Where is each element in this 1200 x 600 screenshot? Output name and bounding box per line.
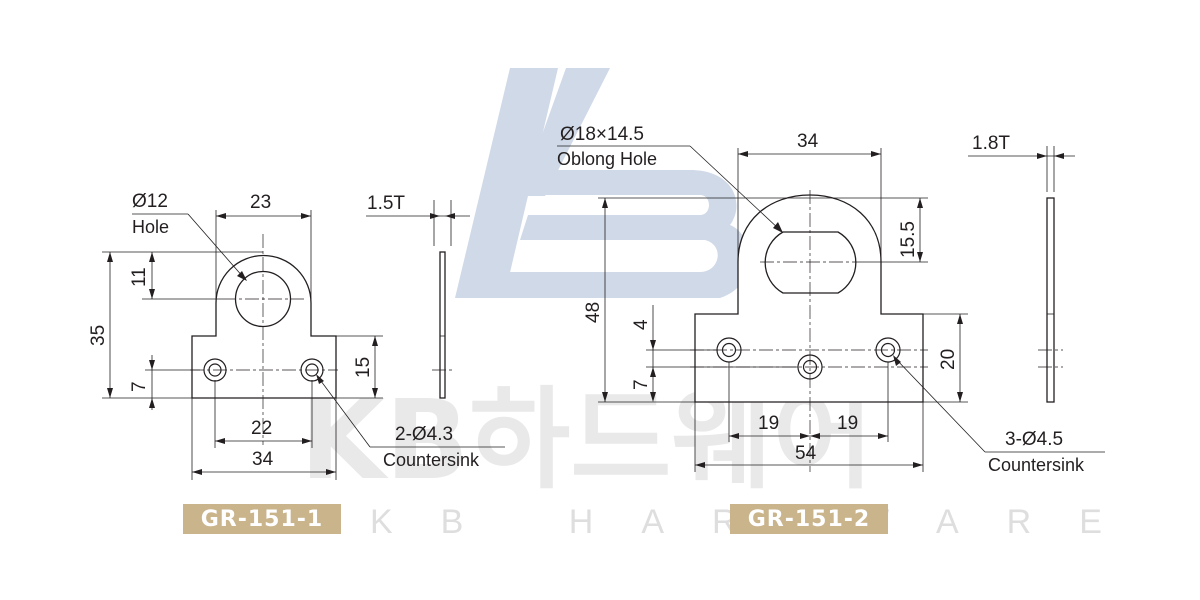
part1-thickness: 1.5T (367, 193, 405, 214)
part2-mount-height: 7 (631, 379, 652, 390)
part2-base-height: 20 (938, 349, 959, 370)
part1-dimensions: 23 Ø12 Hole 11 35 7 15 (88, 191, 505, 480)
part1-hole-spacing: 22 (251, 418, 272, 439)
part2-oblong-hole (764, 231, 857, 294)
part2-dimensions: 34 Ø18×14.5 Oblong Hole 15.5 48 4 7 (557, 124, 1105, 475)
part1-side-view: 1.5T (366, 193, 470, 399)
part2-top-width: 34 (797, 131, 819, 152)
watermark-logo (455, 68, 750, 298)
part2-mount-holes: 3-Ø4.5 (1005, 429, 1063, 450)
part2-offset: 4 (631, 319, 652, 330)
part1-top-width: 23 (250, 192, 271, 213)
part2-spacing-left: 19 (758, 413, 779, 434)
part1-mount-height: 7 (129, 381, 150, 392)
part1-model-label: GR-151-1 (183, 504, 341, 534)
part2-front-view (690, 190, 928, 472)
part2-mount-type: Countersink (988, 455, 1085, 475)
part1-total-height: 35 (88, 325, 109, 346)
part2-side-view: 1.8T (968, 133, 1075, 403)
part1-hole-type: Hole (132, 217, 169, 237)
part1-base-height: 15 (353, 357, 374, 378)
part2-total-height: 48 (583, 302, 604, 323)
part2-thickness: 1.8T (972, 133, 1010, 154)
part2-top-height: 15.5 (898, 221, 919, 258)
part2-model-label: GR-151-2 (730, 504, 888, 534)
part1-hole-height: 11 (129, 267, 150, 287)
part2-hole-label: Ø18×14.5 (560, 124, 644, 145)
part1-hole-label: Ø12 (132, 191, 168, 212)
part2-hole-type: Oblong Hole (557, 149, 657, 169)
part2-spacing-right: 19 (837, 413, 858, 434)
part1-base-width: 34 (252, 449, 274, 470)
part2-base-width: 54 (795, 443, 817, 464)
part1-mount-type: Countersink (383, 450, 480, 470)
part1-mount-holes: 2-Ø4.3 (395, 424, 453, 445)
part1-front-view (190, 234, 338, 445)
